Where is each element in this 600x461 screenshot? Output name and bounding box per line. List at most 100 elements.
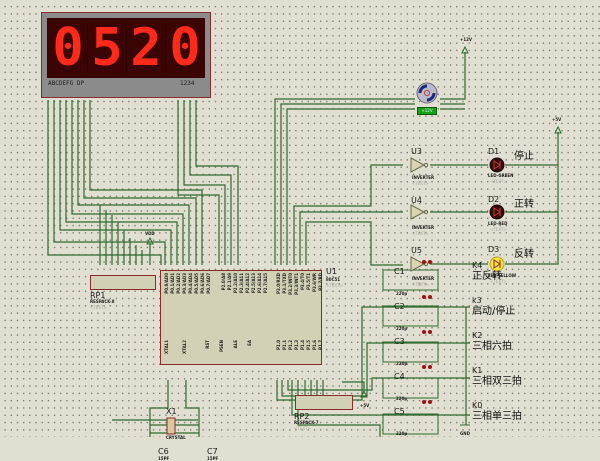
led-d2-text: <TEXT>: [490, 227, 507, 232]
inverter-u5-text: <TEXT>: [412, 282, 429, 287]
mcu-pin-p3-4: P3.4/T0: [300, 273, 305, 290]
inverter-u4-text: <TEXT>: [412, 231, 429, 236]
digit-3: 2: [127, 20, 166, 76]
led-d3-label: 反转: [514, 249, 534, 260]
mcu-pin-xtal-1: XTAL2: [182, 340, 187, 354]
led-d1-label: 停止: [514, 151, 534, 162]
cap-c4-ref: C4: [394, 372, 405, 381]
led-d3-icon: [489, 256, 505, 272]
switch-k2-ref: K2: [472, 331, 483, 340]
switch-contacts: [422, 260, 432, 404]
led-d3-text: <TEXT>: [490, 279, 507, 284]
ground-label: GND: [460, 431, 470, 436]
mcu-pin-p0-0: P0.0/AD0: [164, 273, 169, 294]
mcu-pin-p0-3: P0.3/AD3: [182, 273, 187, 294]
cap-c1-value: 220p: [396, 291, 408, 296]
mcu-pin-p1-1: P1.1: [282, 340, 287, 351]
digit-2: 5: [88, 20, 127, 76]
mcu-pin-ctrl-3: EA: [247, 340, 252, 346]
inverter-u3-type: INVERTER: [412, 175, 435, 180]
mcu-pin-p3-5: P3.5/T1: [306, 273, 311, 290]
rp1-type: RESPACK-8: [90, 299, 115, 304]
mcu-pin-ctrl-0: RST: [205, 340, 210, 349]
switch-k1-label[interactable]: 三相双三拍: [472, 376, 522, 387]
wiring-layer: [47, 45, 562, 437]
power-12v-label: +12V: [460, 37, 473, 42]
led-d1-icon: [489, 157, 505, 173]
rp1-ref: RP1: [90, 291, 106, 300]
inverter-gates: [410, 157, 429, 272]
digit-pin-label: 1234: [180, 80, 195, 87]
wires: [47, 52, 559, 437]
mcu-pin-p1-6: P1.6: [312, 340, 317, 351]
mcu-pin-p3-2: P3.2/INT0: [288, 273, 293, 295]
cap-c6-value: 15PF: [158, 456, 170, 461]
respack-rp1[interactable]: [90, 275, 156, 290]
inverter-u5-ref: U5: [411, 246, 422, 255]
digit-1: 0: [49, 20, 88, 76]
segment-pin-label: ABCDEFG DP: [48, 80, 85, 87]
mcu-pin-p2-7: P2.7/A15: [263, 273, 268, 294]
cap-c6-ref: C6: [158, 447, 169, 456]
switch-k4-label[interactable]: 正反转: [472, 271, 502, 282]
led-d1-type: LED-GREEN: [488, 173, 514, 178]
power-5v-rp2-label: +5V: [360, 403, 370, 408]
mcu-pin-p2-2: P2.2/A10: [233, 273, 238, 294]
mcu-pin-p3-1: P3.1/TXD: [282, 273, 287, 294]
inverter-u4-type: INVERTER: [412, 225, 435, 230]
cap-c5-value: 220p: [396, 431, 408, 436]
mcu-pin-p0-2: P0.2/AD2: [176, 273, 181, 294]
switch-k3-label[interactable]: 启动/停止: [472, 306, 516, 317]
mcu-pin-p2-3: P2.3/A11: [239, 273, 244, 294]
led-d2-type: LED-RED: [488, 221, 508, 226]
mcu-pin-p0-5: P0.5/AD5: [194, 273, 199, 294]
inverter-u4-icon: [410, 204, 426, 220]
led-d3-ref: D3: [488, 245, 500, 254]
stepper-motor[interactable]: [416, 82, 438, 104]
cap-c1-ref: C1: [394, 267, 405, 276]
mcu-pin-p3-3: P3.3/INT1: [294, 273, 299, 295]
switch-frames: [382, 269, 439, 435]
power-5v-rp2-icon: [360, 389, 368, 398]
inverter-u5-icon: [410, 256, 426, 272]
mcu-pin-ctrl-1: PSEN: [219, 340, 224, 352]
led-d2-label: 正转: [514, 199, 534, 210]
mcu-pin-p1-2: P1.2: [288, 340, 293, 351]
switch-k2-label[interactable]: 三相六拍: [472, 341, 512, 352]
mcu-pin-ctrl-2: ALE: [233, 340, 238, 349]
crystal-icon: [166, 417, 176, 435]
power-symbols: [146, 45, 562, 426]
inverter-u4-ref: U4: [411, 196, 422, 205]
cap-c7-value: 15PF: [207, 456, 219, 461]
switch-k4-ref: K4: [472, 261, 483, 270]
mcu-text: <TEXT>: [326, 283, 343, 288]
led-d1-text: <TEXT>: [490, 179, 507, 184]
rp1-text: <TEXT>: [90, 305, 107, 310]
inverter-u3-text: <TEXT>: [412, 181, 429, 186]
mcu-pin-p1-0: P1.0: [276, 340, 281, 351]
led-d3-type: LED-YELLOW: [488, 273, 517, 278]
led-icons: [489, 157, 505, 272]
mcu-pin-p0-7: P0.7/AD7: [206, 273, 211, 294]
respack-rp2[interactable]: [295, 395, 353, 410]
switch-k0-label[interactable]: 三相单三拍: [472, 411, 522, 422]
cap-c5-ref: C5: [394, 407, 405, 416]
mcu-80c51[interactable]: [160, 270, 322, 365]
mcu-pin-p1-4: P1.4: [300, 340, 305, 351]
power-vdd-icon: [146, 236, 154, 245]
inverter-u3-icon: [410, 157, 426, 173]
cap-c4-value: 220p: [396, 396, 408, 401]
mcu-pin-p2-1: P2.1/A9: [227, 273, 232, 291]
mcu-pin-p2-6: P2.6/A14: [257, 273, 262, 294]
led-d2-icon: [489, 204, 505, 220]
power-5v-label: +5V: [552, 117, 562, 122]
power-vdd-label: VDD: [145, 231, 155, 236]
mcu-pin-p0-1: P0.1/AD1: [170, 273, 175, 294]
seven-segment-display[interactable]: 0 5 2 0 ABCDEFG DP 1234: [41, 12, 211, 98]
digit-4: 0: [169, 18, 201, 78]
mcu-pin-p3-7: P3.7/RD: [318, 273, 323, 291]
mcu-pin-p1-5: P1.5: [306, 340, 311, 351]
mcu-pin-p0-6: P0.6/AD6: [200, 273, 205, 294]
mcu-ref: U1: [326, 267, 337, 276]
led-d1-ref: D1: [488, 147, 500, 156]
